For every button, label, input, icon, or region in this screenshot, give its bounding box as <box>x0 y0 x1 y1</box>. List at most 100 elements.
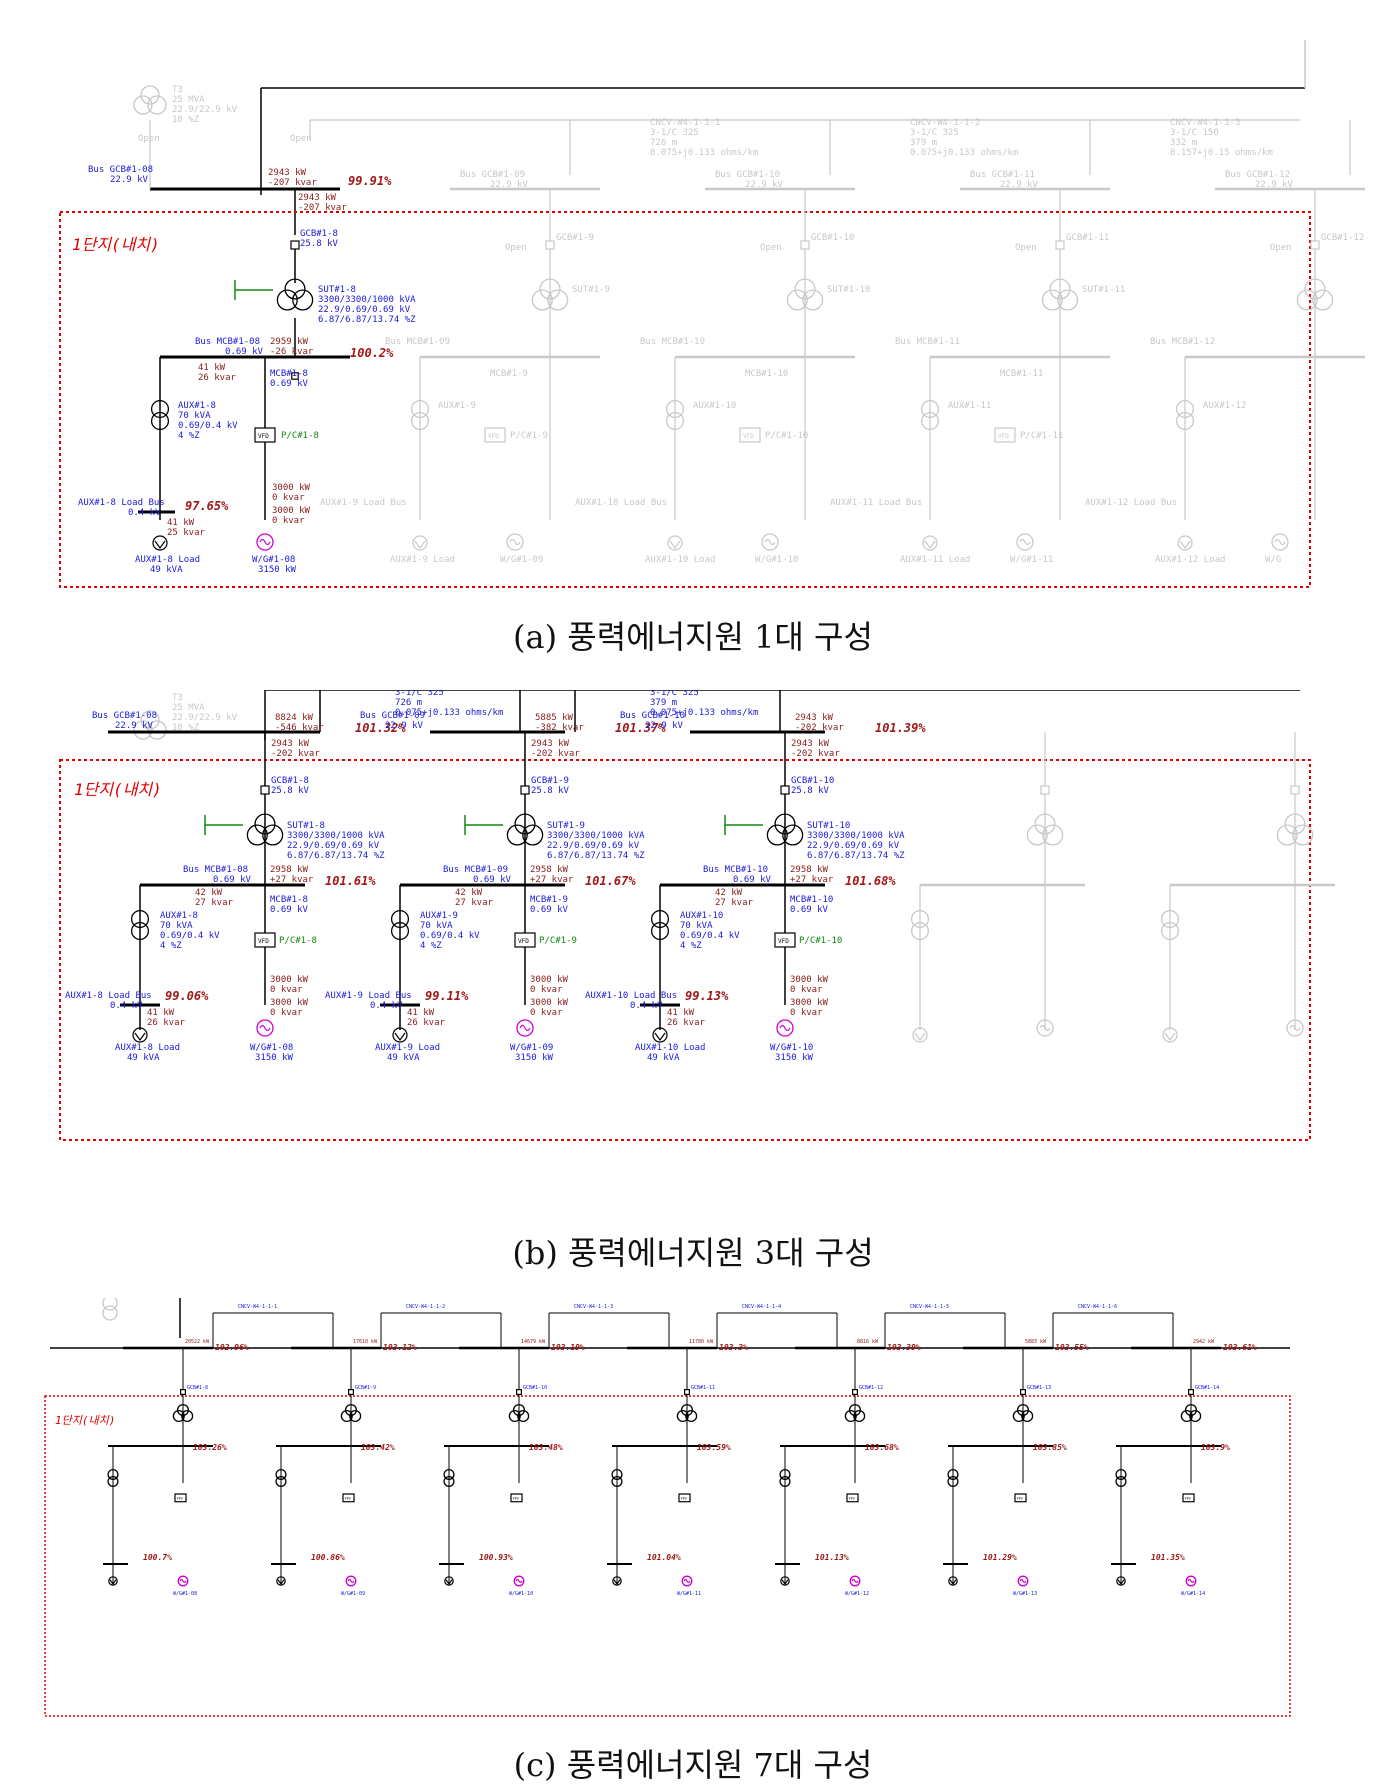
pc-text: VFD <box>998 433 1009 440</box>
aux-impedance: 4 %Z <box>160 941 182 951</box>
gcb-voltage: 25.8 kV <box>531 786 570 796</box>
aux-load <box>780 1576 790 1586</box>
load-arrow <box>924 540 936 550</box>
aux-transformer <box>779 1468 791 1488</box>
gen-flow-q2: 0 kvar <box>790 1008 823 1018</box>
mcb-name: MCB#1-10 <box>790 895 833 905</box>
winding-circle <box>275 1475 287 1488</box>
load-flow-q: 25 kvar <box>167 528 206 538</box>
bus-flow-p: 17610 kW <box>353 1339 378 1345</box>
aux-voltage: 0.69/0.4 kV <box>420 931 480 941</box>
inactive-sut: SUT#1-9 <box>572 285 610 295</box>
sut-transformer <box>676 1403 698 1423</box>
winding-circle <box>1034 813 1056 835</box>
load-arrow <box>781 1579 789 1586</box>
winding-circle <box>1160 921 1180 941</box>
aux-percent: 99.06% <box>165 989 209 1003</box>
aux-percent: 100.93% <box>479 1553 513 1562</box>
sine-wave <box>515 1578 523 1584</box>
winding-circle <box>676 1409 689 1423</box>
bus-flow-q: -546 kvar <box>275 723 324 733</box>
inactive-pc-name: P/C#1-10 <box>765 431 808 441</box>
aux-rating: 70 kVA <box>178 411 211 421</box>
winding-circle <box>779 1475 791 1488</box>
sut-impedance: 6.87/6.87/13.74 %Z <box>807 851 905 861</box>
aux-percent: 97.65% <box>185 499 229 513</box>
sine-wave <box>683 1578 691 1584</box>
sut-rating: 3300/3300/1000 kVA <box>287 831 385 841</box>
mcb-breaker <box>291 372 299 380</box>
winding-circle <box>130 921 150 941</box>
aux-transformer <box>611 1468 623 1488</box>
sine-wave <box>259 1024 271 1032</box>
winding-circle <box>275 1468 287 1481</box>
bus-flow-p: 2942 kW <box>1193 1339 1215 1345</box>
winding-circle <box>650 921 670 941</box>
winding-circle <box>262 824 284 846</box>
load-arrow <box>414 540 426 550</box>
generator-circle <box>1017 1575 1029 1587</box>
bus-flow-q: -382 kvar <box>535 723 584 733</box>
pc-text: VFD <box>1017 1497 1023 1501</box>
winding-circle <box>102 1298 118 1311</box>
open-label: Open <box>1015 243 1037 253</box>
pc-rect <box>484 427 506 443</box>
mcb-percent: 103.48% <box>529 1443 563 1452</box>
inactive-load <box>922 535 938 551</box>
wind-generator <box>345 1575 357 1587</box>
inactive-load-name: AUX#1-12 Load <box>1155 555 1225 565</box>
wg-name: W/G#1-09 <box>341 1591 365 1597</box>
inactive-transformer <box>1041 278 1079 311</box>
cable-spec: 3-1/C 325 <box>650 128 699 138</box>
inactive-wg-name: W/G <box>1265 555 1281 565</box>
inactive-mcb-name: MCB#1-9 <box>490 369 528 379</box>
load-circle <box>948 1576 958 1586</box>
inactive-aux <box>665 399 685 431</box>
winding-circle <box>107 1468 119 1481</box>
bus-flow-p: 5883 kW <box>1025 1339 1047 1345</box>
gen-flow-p1: 3000 kW <box>270 975 309 985</box>
main-bus-name: Bus GCB#1-08 <box>92 711 157 721</box>
region-border <box>59 759 1311 1141</box>
aux-load <box>152 535 168 551</box>
inactive-load-name: AUX#1-11 Load <box>900 555 970 565</box>
load-flow-q: 26 kvar <box>667 1018 706 1028</box>
gcb-breaker <box>348 1388 355 1395</box>
winding-circle <box>176 1403 190 1417</box>
gen-flow-q1: 0 kvar <box>272 493 305 503</box>
winding-circle <box>802 289 824 311</box>
inactive-gcb: GCB#1-9 <box>556 233 594 243</box>
winding-circle <box>665 399 685 419</box>
mcb-flow-q: -26 kvar <box>270 347 314 357</box>
aux-impedance: 4 %Z <box>420 941 442 951</box>
gen-flow-q1: 0 kvar <box>530 985 563 995</box>
mcb-percent: 103.9% <box>1201 1443 1230 1452</box>
mcb-flow-q: +27 kvar <box>270 875 314 885</box>
aux-voltage: 0.69/0.4 kV <box>680 931 740 941</box>
load-flow-p: 41 kW <box>667 1008 695 1018</box>
pc-box: VFD <box>774 932 796 948</box>
generator-circle <box>1036 1019 1054 1037</box>
load-name: AUX#1-8 Load <box>115 1043 180 1053</box>
winding-circle <box>1292 824 1314 846</box>
load-arrow <box>109 1579 117 1586</box>
wind-generator <box>681 1575 693 1587</box>
load-name: AUX#1-10 Load <box>635 1043 705 1053</box>
inactive-bus-name: Bus GCB#1-09 <box>460 170 525 180</box>
winding-circle <box>172 1409 185 1423</box>
mcb-flow-p: 2958 kW <box>270 865 309 875</box>
winding-circle <box>611 1475 623 1488</box>
aux-load <box>132 1027 148 1043</box>
sut-rating: 3300/3300/1000 kVA <box>547 831 645 841</box>
pc-box: VFD <box>342 1493 355 1503</box>
t3-transformer <box>133 85 167 115</box>
mcb-percent: 103.68% <box>865 1443 899 1452</box>
inactive-mcb-bus-name: Bus MCB#1-10 <box>640 337 705 347</box>
bus-flow-p: 8824 kW <box>275 713 314 723</box>
aux-transformer <box>150 399 170 431</box>
gcb-voltage: 25.8 kV <box>271 786 310 796</box>
load-circle <box>652 1027 668 1043</box>
aux-flow-q: 27 kvar <box>195 898 234 908</box>
winding-circle <box>107 1475 119 1488</box>
wg-kw: 3150 kW <box>255 1053 294 1063</box>
